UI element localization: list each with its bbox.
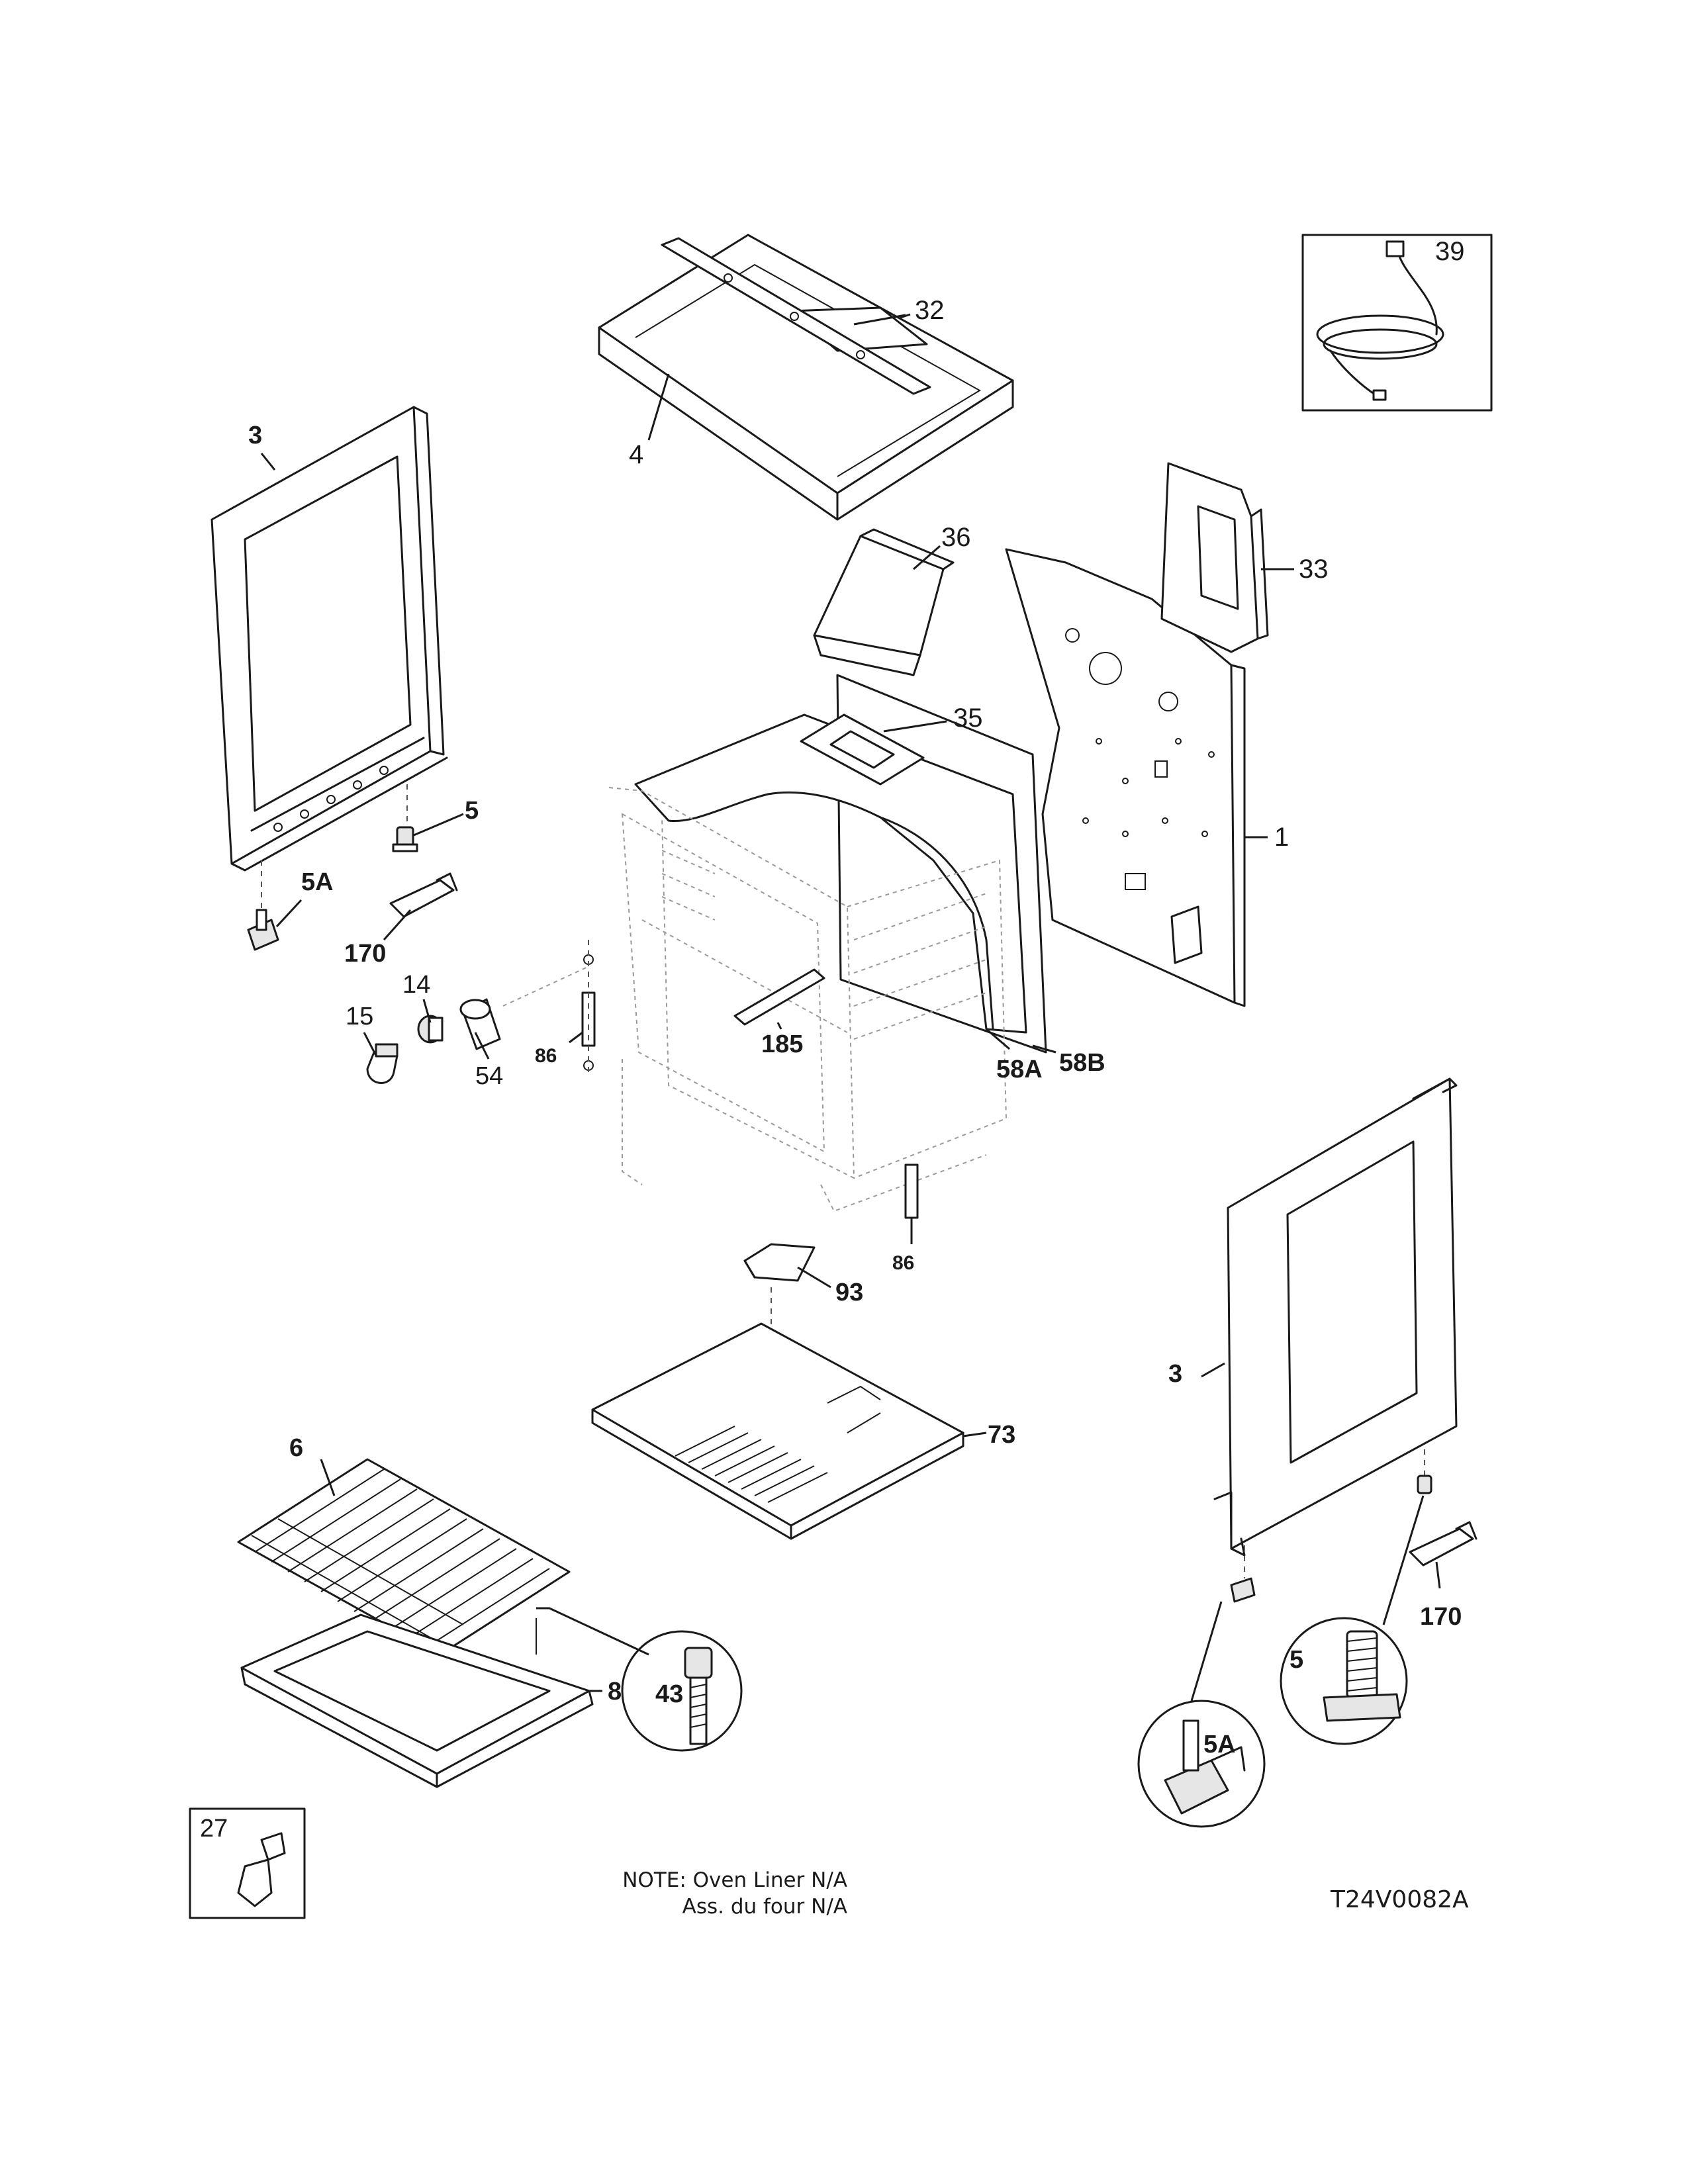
- leader-170-right: [1435, 1561, 1441, 1589]
- leader-86-left: [569, 1031, 583, 1044]
- callout-58B: 58B: [1059, 1049, 1105, 1077]
- leader-43: [536, 1607, 649, 1656]
- part-3-right-door: [1213, 1077, 1458, 1557]
- part-36-vent-duct: [813, 528, 955, 676]
- oven-cavity-ghost: [608, 787, 1008, 1212]
- callout-5A-detail: 5A: [1203, 1731, 1236, 1758]
- part-5A-hinge-right-small: [1230, 1577, 1256, 1603]
- leader-4: [647, 373, 670, 441]
- callout-170-right: 170: [1420, 1603, 1462, 1631]
- part-58A-insulation-wrap: [634, 713, 1027, 1034]
- leader-93: [797, 1266, 831, 1289]
- callout-170-left: 170: [344, 940, 386, 968]
- leader-185: [776, 1022, 782, 1030]
- part-6-oven-rack: [237, 1458, 571, 1656]
- part-93-block: [743, 1243, 816, 1282]
- part-86-bracket-bottom: [904, 1163, 919, 1219]
- leader-6: [320, 1459, 336, 1496]
- part-39-inset-box: [1301, 234, 1493, 412]
- part-5-spring-left: [392, 826, 418, 852]
- leader-5-left: [413, 813, 464, 837]
- callout-15: 15: [346, 1003, 373, 1030]
- leader-14: [422, 999, 432, 1023]
- leader-5A-detail: [1190, 1601, 1223, 1702]
- part-5A-hinge-detail: [1164, 1719, 1246, 1815]
- detail-circle-5: [1280, 1617, 1408, 1745]
- callout-35: 35: [953, 704, 983, 733]
- leader-73: [962, 1432, 987, 1437]
- part-73-bottom-panel: [591, 1322, 964, 1540]
- leader-54: [474, 1032, 490, 1060]
- callout-58A: 58A: [996, 1056, 1043, 1083]
- callout-93: 93: [835, 1279, 863, 1306]
- part-15-bulb: [366, 1043, 399, 1084]
- part-39-power-cord: [1316, 240, 1444, 401]
- callout-8: 8: [608, 1678, 622, 1706]
- callout-5A-left: 5A: [301, 868, 334, 896]
- callout-185: 185: [761, 1030, 803, 1058]
- part-3-left-door: [211, 406, 448, 872]
- callout-36: 36: [941, 523, 971, 552]
- drawing-code: T24V0082A: [1331, 1886, 1469, 1913]
- callout-3-left: 3: [248, 422, 262, 449]
- part-8-drawer-pan: [240, 1614, 594, 1788]
- callout-33: 33: [1299, 555, 1329, 584]
- leader-3-right: [1201, 1362, 1225, 1378]
- callout-39: 39: [1435, 237, 1465, 266]
- leader-3-left: [260, 453, 276, 471]
- callout-43: 43: [655, 1680, 683, 1708]
- callout-5-left: 5: [465, 797, 479, 825]
- part-43-screw-detail: [684, 1647, 713, 1745]
- leader-58B: [1032, 1044, 1056, 1054]
- callout-27: 27: [200, 1815, 228, 1843]
- leader-170-left: [383, 909, 412, 940]
- callout-4: 4: [629, 440, 643, 469]
- part-27-clip: [237, 1832, 286, 1907]
- callout-86-left: 86: [535, 1045, 557, 1067]
- leader-35: [883, 720, 947, 733]
- callout-3-right: 3: [1168, 1360, 1182, 1388]
- leader-36: [913, 545, 941, 570]
- leader-15: [363, 1032, 377, 1056]
- callout-14: 14: [402, 971, 430, 999]
- callout-32: 32: [915, 296, 945, 325]
- part-32-brace: [661, 237, 931, 395]
- callout-5-detail: 5: [1289, 1646, 1303, 1674]
- part-35-plate: [800, 713, 925, 786]
- leader-32b: [853, 314, 906, 326]
- part-86-bracket-left: [581, 940, 596, 1072]
- part-5-spring-right-small: [1417, 1475, 1432, 1494]
- callout-6: 6: [289, 1434, 303, 1462]
- leader-5-detail: [1382, 1495, 1425, 1625]
- part-170-hinge-receptacle-left: [389, 872, 458, 918]
- part-54-lens: [459, 998, 501, 1050]
- part-5-spring-detail: [1323, 1630, 1401, 1722]
- callout-73: 73: [988, 1421, 1015, 1449]
- part-170-hinge-receptacle-right: [1409, 1521, 1477, 1567]
- part-14-socket: [417, 1015, 444, 1044]
- note-line-1: NOTE: Oven Liner N/A: [622, 1868, 847, 1892]
- callout-54: 54: [475, 1062, 503, 1090]
- part-185-handle-bracket: [733, 968, 825, 1026]
- guide-line-light: [502, 966, 590, 1007]
- callout-86-bottom: 86: [892, 1252, 914, 1274]
- part-5A-hinge-left: [247, 909, 279, 951]
- part-27-inset-box: [189, 1807, 306, 1919]
- callout-1: 1: [1274, 823, 1289, 852]
- note-line-2: Ass. du four N/A: [682, 1895, 847, 1919]
- leader-58A: [986, 1028, 1010, 1050]
- part-33-rear-cover: [1160, 462, 1269, 653]
- part-4-top-frame: [598, 234, 1014, 521]
- leader-5A-left: [275, 899, 303, 928]
